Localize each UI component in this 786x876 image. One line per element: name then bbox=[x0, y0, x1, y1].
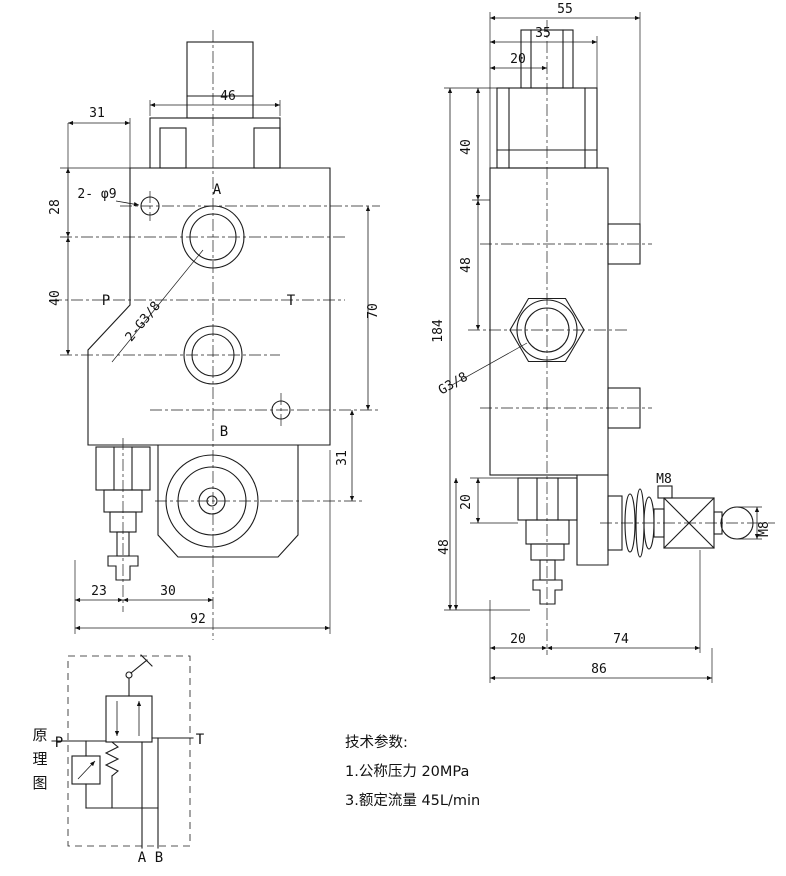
dim-20-bottom-label: 20 bbox=[510, 632, 526, 647]
dim-20-mid-label: 20 bbox=[459, 494, 474, 510]
tech-params-item-1: 1.公称压力 20MPa bbox=[345, 763, 469, 780]
relief-bore-outer bbox=[165, 454, 259, 548]
lever-stud bbox=[657, 485, 673, 499]
caption-char-3: 图 bbox=[32, 774, 47, 792]
tech-params-title: 技术参数: bbox=[345, 734, 408, 751]
port-b-bore-inner bbox=[191, 333, 235, 377]
port-p-label: P bbox=[102, 293, 110, 309]
front-body bbox=[87, 41, 331, 558]
dim-31-right-label: 31 bbox=[335, 450, 350, 466]
front-mount-hole-bottom bbox=[271, 400, 291, 420]
tech-params-item-2: 3.额定流量 45L/min bbox=[345, 792, 480, 809]
dim-23-label: 23 bbox=[91, 584, 107, 599]
dim-184-label: 184 bbox=[431, 319, 446, 343]
caption-char-1: 原 bbox=[32, 726, 47, 744]
side-port-hex bbox=[509, 297, 585, 363]
schematic-port-p: P bbox=[55, 735, 63, 751]
hole-callout-label: 2- φ9 bbox=[77, 187, 116, 202]
schematic-boundary bbox=[67, 655, 191, 847]
dim-40-side-label: 40 bbox=[459, 139, 474, 155]
front-view: 46 31 28 40 2- φ9 2-G3/8 A B P T 70 31 2… bbox=[48, 30, 381, 640]
front-dimensions bbox=[60, 100, 371, 634]
port-a-bore-inner bbox=[189, 213, 237, 261]
side-main-body bbox=[489, 167, 609, 476]
front-main-body bbox=[87, 167, 331, 446]
dim-92-label: 92 bbox=[190, 612, 206, 627]
schematic-diagram: 原 理 图 P T A B bbox=[32, 654, 205, 866]
front-leaders bbox=[111, 200, 204, 363]
port-a-label: A bbox=[213, 182, 222, 198]
port-b-bore-outer bbox=[183, 325, 243, 385]
dim-28-label: 28 bbox=[48, 199, 63, 215]
front-mount-hole-top bbox=[140, 196, 160, 216]
dim-48-lower-label: 48 bbox=[437, 539, 452, 555]
lever-pivot-symbol bbox=[125, 671, 133, 679]
side-centerlines bbox=[468, 20, 775, 655]
schematic-port-a: A bbox=[138, 850, 147, 866]
dim-31-top-label: 31 bbox=[89, 106, 105, 121]
front-adjust-screw bbox=[95, 446, 151, 581]
side-mount-ear-top bbox=[607, 223, 641, 265]
technical-parameters: 技术参数: 1.公称压力 20MPa 3.额定流量 45L/min bbox=[345, 734, 480, 809]
dim-20-top-label: 20 bbox=[510, 52, 526, 67]
schematic-valve-symbol bbox=[104, 654, 153, 809]
dim-46-label: 46 bbox=[220, 89, 236, 104]
side-dimensions bbox=[444, 12, 762, 683]
port-b-label: B bbox=[220, 424, 228, 440]
schematic-port-t: T bbox=[196, 732, 205, 748]
dim-86-label: 86 bbox=[591, 662, 607, 677]
side-lever-assembly bbox=[607, 485, 754, 558]
schematic-relief-valve bbox=[71, 755, 101, 785]
schematic-port-b: B bbox=[155, 850, 163, 866]
dim-40-label: 40 bbox=[48, 290, 63, 306]
dim-70-label: 70 bbox=[366, 303, 381, 319]
front-lower-boss bbox=[157, 444, 299, 558]
dim-48-upper-label: 48 bbox=[459, 257, 474, 273]
caption-char-2: 理 bbox=[32, 750, 47, 768]
front-cap-flange bbox=[149, 117, 281, 169]
m8-side-label: M8 bbox=[757, 521, 772, 537]
side-mount-ear-bottom bbox=[607, 387, 641, 429]
dim-30-label: 30 bbox=[160, 584, 176, 599]
g38-callout-label: G3/8 bbox=[436, 370, 471, 399]
port-a-bore-outer bbox=[181, 205, 245, 269]
dim-35-label: 35 bbox=[535, 26, 551, 41]
dim-74-label: 74 bbox=[613, 632, 629, 647]
side-view: 55 35 20 40 48 184 G3/8 M8 M8 20 48 20 7… bbox=[431, 2, 775, 683]
side-body bbox=[489, 29, 641, 566]
schematic-lines bbox=[51, 737, 194, 849]
spring-symbol bbox=[104, 741, 120, 777]
side-adjust-screw bbox=[517, 477, 578, 605]
m8-top-label: M8 bbox=[656, 472, 672, 487]
dim-55-label: 55 bbox=[557, 2, 573, 17]
side-lower-body bbox=[576, 474, 609, 566]
port-t-label: T bbox=[287, 293, 296, 309]
front-stem bbox=[186, 41, 254, 119]
